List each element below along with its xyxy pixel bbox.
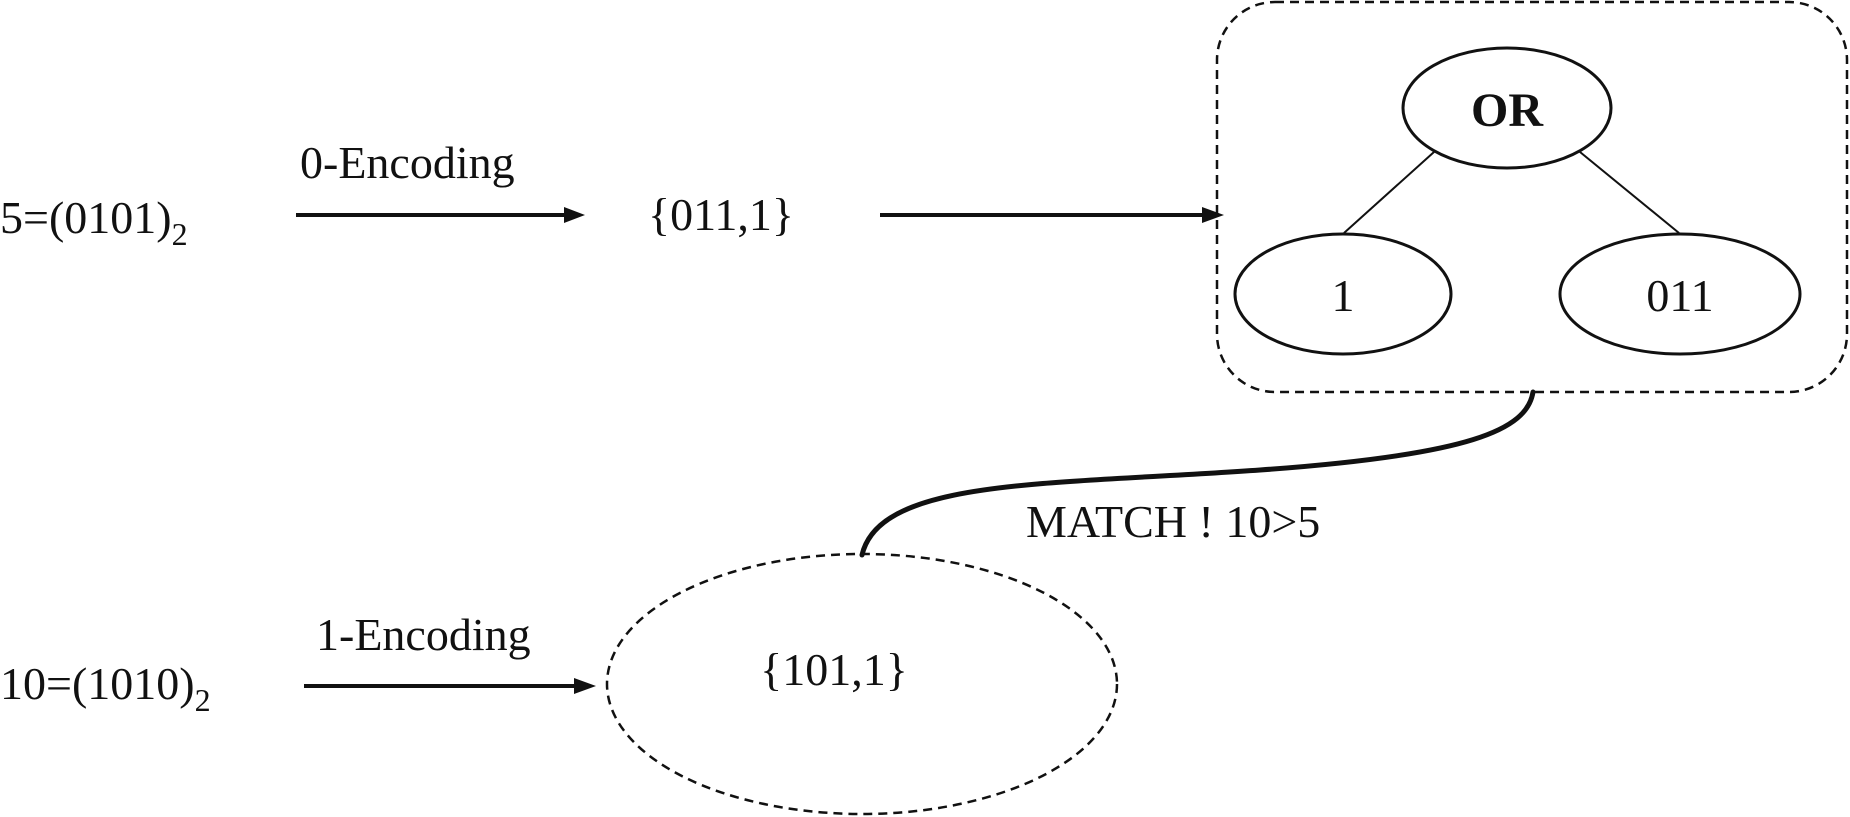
or-node	[1401, 46, 1613, 170]
top-number-subscript: 2	[172, 216, 188, 252]
zero-encoding-label: 0-Encoding	[300, 137, 515, 188]
to-tree-arrow	[880, 207, 1224, 223]
bottom-encoded-set-ellipse	[605, 552, 1119, 816]
or-node-label: OR	[1471, 84, 1544, 137]
tree-edge-left	[1343, 151, 1435, 234]
match-connector-curve	[859, 389, 1536, 558]
one-encoding-label: 1-Encoding	[316, 609, 531, 660]
right-leaf-label: 011	[1646, 270, 1713, 321]
left-leaf-label: 1	[1332, 270, 1355, 321]
one-encoding-arrow	[304, 678, 596, 694]
tree-edge-right	[1579, 151, 1680, 234]
top-number-label: 5=(0101)2	[0, 192, 188, 252]
right-leaf-node	[1558, 232, 1802, 356]
zero-encoding-arrow	[296, 207, 585, 223]
match-label: MATCH ! 10>5	[1026, 496, 1320, 547]
left-leaf-node	[1233, 232, 1453, 356]
bottom-encoded-set: {101,1}	[760, 644, 908, 695]
or-tree-box	[1215, 0, 1849, 394]
bottom-number-subscript: 2	[195, 682, 211, 718]
top-encoded-set: {011,1}	[648, 189, 794, 240]
bottom-number-label: 10=(1010)2	[0, 658, 211, 718]
